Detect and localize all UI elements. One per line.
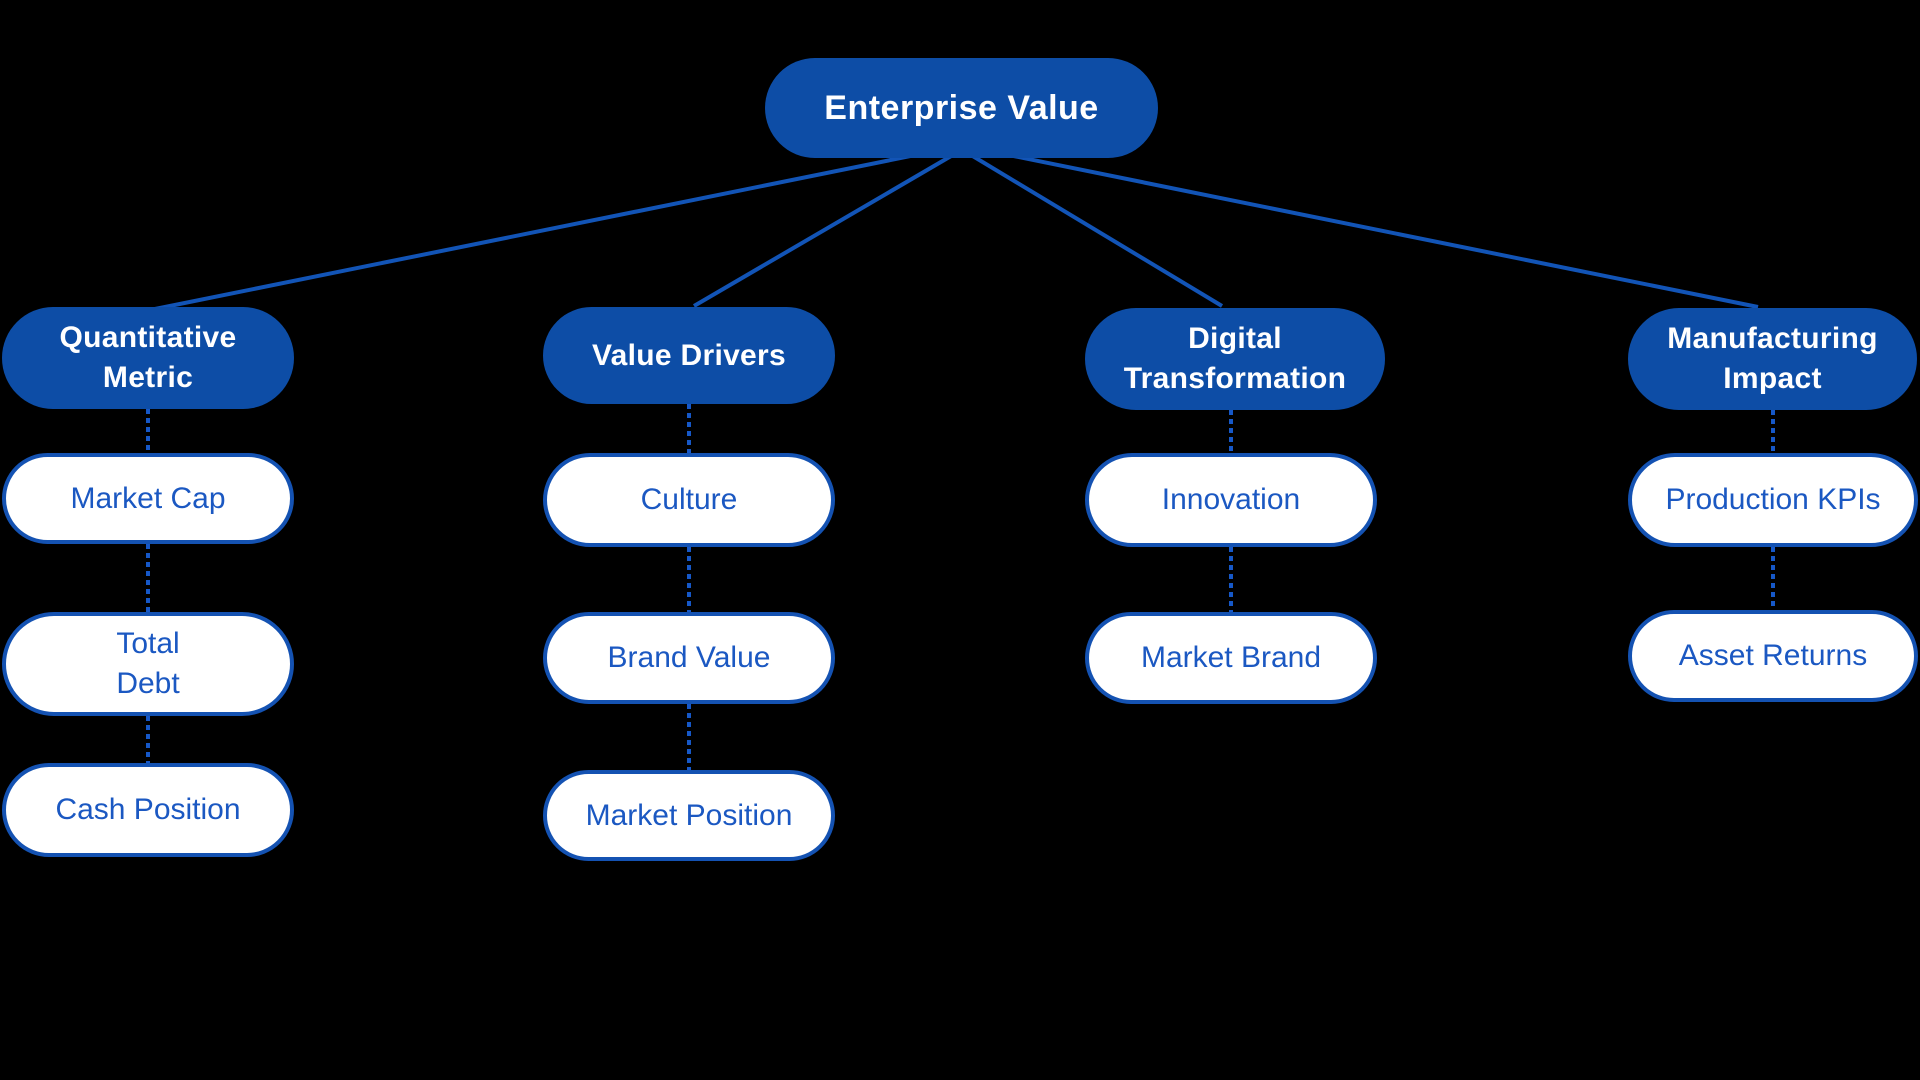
dotted-connector	[1771, 547, 1775, 610]
child-node-culture: Culture	[543, 453, 835, 547]
child-node-production-kpis: Production KPIs	[1628, 453, 1918, 547]
branch-node-manufacturing-impact: Manufacturing Impact	[1628, 308, 1917, 410]
child-node-total-debt: Total Debt	[2, 612, 294, 716]
dotted-connector	[146, 409, 150, 453]
child-node-brand-value: Brand Value	[543, 612, 835, 704]
root-node-enterprise-value: Enterprise Value	[765, 58, 1158, 158]
branch-node-quantitative-metric: Quantitative Metric	[2, 307, 294, 409]
connector-root-manufacturing-impact	[973, 146, 1759, 309]
dotted-connector	[687, 704, 691, 770]
child-node-market-brand: Market Brand	[1085, 612, 1377, 704]
branch-node-digital-transformation: Digital Transformation	[1085, 308, 1385, 410]
dotted-connector	[1229, 410, 1233, 453]
child-node-asset-returns: Asset Returns	[1628, 610, 1918, 702]
connector-root-quantitative-metric	[149, 146, 951, 312]
child-node-market-position: Market Position	[543, 770, 835, 861]
connector-root-value-drivers	[692, 150, 960, 308]
child-node-cash-position: Cash Position	[2, 763, 294, 857]
dotted-connector	[1771, 410, 1775, 453]
dotted-connector	[687, 547, 691, 612]
dotted-connector	[687, 404, 691, 453]
dotted-connector	[146, 544, 150, 612]
dotted-connector	[146, 716, 150, 763]
branch-node-value-drivers: Value Drivers	[543, 307, 835, 404]
child-node-market-cap: Market Cap	[2, 453, 294, 544]
child-node-innovation: Innovation	[1085, 453, 1377, 547]
dotted-connector	[1229, 547, 1233, 612]
connector-root-digital-transformation	[964, 150, 1224, 308]
